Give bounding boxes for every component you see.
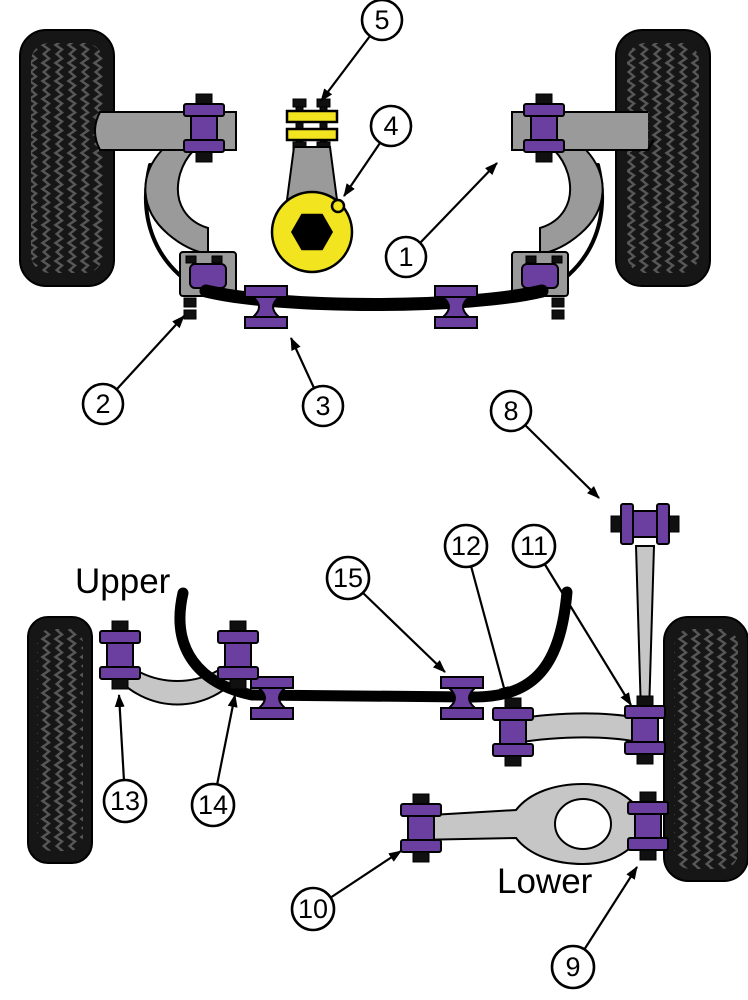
callout-5: 5 xyxy=(320,0,404,102)
callout-13-circle xyxy=(102,778,148,824)
callout-2: 2 xyxy=(81,315,185,426)
callout-12: 12 xyxy=(443,523,509,700)
callout-5-number: 5 xyxy=(374,5,389,35)
rear-lower-bushing-9 xyxy=(627,791,669,861)
front-right-lower-bushing xyxy=(521,263,559,289)
mount-lug xyxy=(330,198,346,214)
callout-3-circle xyxy=(301,384,345,428)
dog-bone-lower-plate xyxy=(285,127,339,142)
callout-12-arrow xyxy=(469,565,509,700)
bolt xyxy=(551,297,565,308)
callout-15-number: 15 xyxy=(333,563,363,593)
callout-8-number: 8 xyxy=(503,396,518,426)
rear-lower-bushing-10 xyxy=(400,793,442,863)
callout-2-circle xyxy=(81,382,125,426)
callout-1: 1 xyxy=(384,162,498,279)
rear-drop-link xyxy=(634,545,656,715)
bolt xyxy=(551,309,565,320)
callout-13-arrow xyxy=(114,694,126,782)
callout-9-number: 9 xyxy=(565,952,580,982)
callout-1-number: 1 xyxy=(398,242,413,272)
callout-11-arrow xyxy=(543,562,632,706)
front-upper-bushing-right xyxy=(523,93,565,163)
tire-tread xyxy=(627,43,699,273)
callout-14: 14 xyxy=(190,694,238,828)
front-upper-bushing-left xyxy=(183,93,225,163)
rear-right-tire xyxy=(663,616,748,882)
mount-hex-bolt xyxy=(291,213,333,251)
callout-10-arrow xyxy=(329,850,402,899)
bolt xyxy=(183,309,197,320)
callout-10: 10 xyxy=(290,850,402,932)
callout-10-number: 10 xyxy=(298,894,328,924)
callout-3-arrow xyxy=(290,337,315,389)
rear-axle-diagram: Upper Lower xyxy=(27,503,748,901)
callout-2-arrow xyxy=(116,315,185,390)
callout-11-circle xyxy=(511,523,557,569)
tire-tread xyxy=(37,629,83,851)
tire-tread xyxy=(674,629,738,869)
rear-upper-bushing-13 xyxy=(99,620,141,690)
dog-bone-upper-plate xyxy=(285,109,339,124)
callout-15-circle xyxy=(325,555,371,601)
callout-4-arrow xyxy=(343,142,381,197)
callouts: 5 4 1 2 3 8 12 xyxy=(81,0,638,990)
callout-5-arrow xyxy=(320,35,371,102)
callout-2-number: 2 xyxy=(95,389,110,419)
callout-4-number: 4 xyxy=(383,111,398,141)
rear-upper-bushing-14 xyxy=(217,620,259,690)
rear-left-tire xyxy=(27,616,93,864)
rear-mount-bushing-8 xyxy=(610,503,680,545)
callout-1-circle xyxy=(384,235,428,279)
callout-13: 13 xyxy=(102,694,148,824)
tire-tread xyxy=(31,43,103,273)
callout-4: 4 xyxy=(343,104,413,197)
callout-11-number: 11 xyxy=(520,531,548,561)
callout-13-number: 13 xyxy=(110,786,140,816)
callout-3: 3 xyxy=(290,337,345,428)
front-left-lower-bushing xyxy=(189,263,227,289)
callout-4-circle xyxy=(369,104,413,148)
callout-14-arrow xyxy=(215,694,238,786)
callout-8-arrow xyxy=(524,424,600,499)
callout-8-circle xyxy=(489,389,533,433)
dog-bone-mount xyxy=(270,98,354,274)
spring-seat-hole xyxy=(554,798,612,850)
rear-lateral-bushing-11 xyxy=(624,695,666,765)
callout-8: 8 xyxy=(489,389,600,499)
callout-12-circle xyxy=(443,523,489,569)
upper-label: Upper xyxy=(75,562,171,601)
callout-15-arrow xyxy=(361,591,446,673)
lower-label: Lower xyxy=(497,862,593,901)
callout-10-circle xyxy=(290,886,336,932)
callout-9-arrow xyxy=(583,866,638,951)
callout-5-circle xyxy=(360,0,404,42)
callout-11: 11 xyxy=(511,523,632,706)
callout-14-number: 14 xyxy=(198,790,228,820)
callout-15: 15 xyxy=(325,555,446,673)
front-right-tire xyxy=(615,29,711,287)
rear-lower-arm xyxy=(413,782,647,866)
callout-1-arrow xyxy=(419,162,498,244)
callout-14-circle xyxy=(190,782,236,828)
callout-3-number: 3 xyxy=(315,391,330,421)
front-left-tire xyxy=(19,29,115,287)
callout-9-circle xyxy=(550,944,596,990)
bolt xyxy=(183,297,197,308)
front-axle-diagram xyxy=(19,29,711,329)
front-anti-roll-bar xyxy=(199,284,549,311)
rear-lateral-bushing-12 xyxy=(492,697,534,767)
callout-9: 9 xyxy=(550,866,638,990)
callout-12-number: 12 xyxy=(451,531,481,561)
